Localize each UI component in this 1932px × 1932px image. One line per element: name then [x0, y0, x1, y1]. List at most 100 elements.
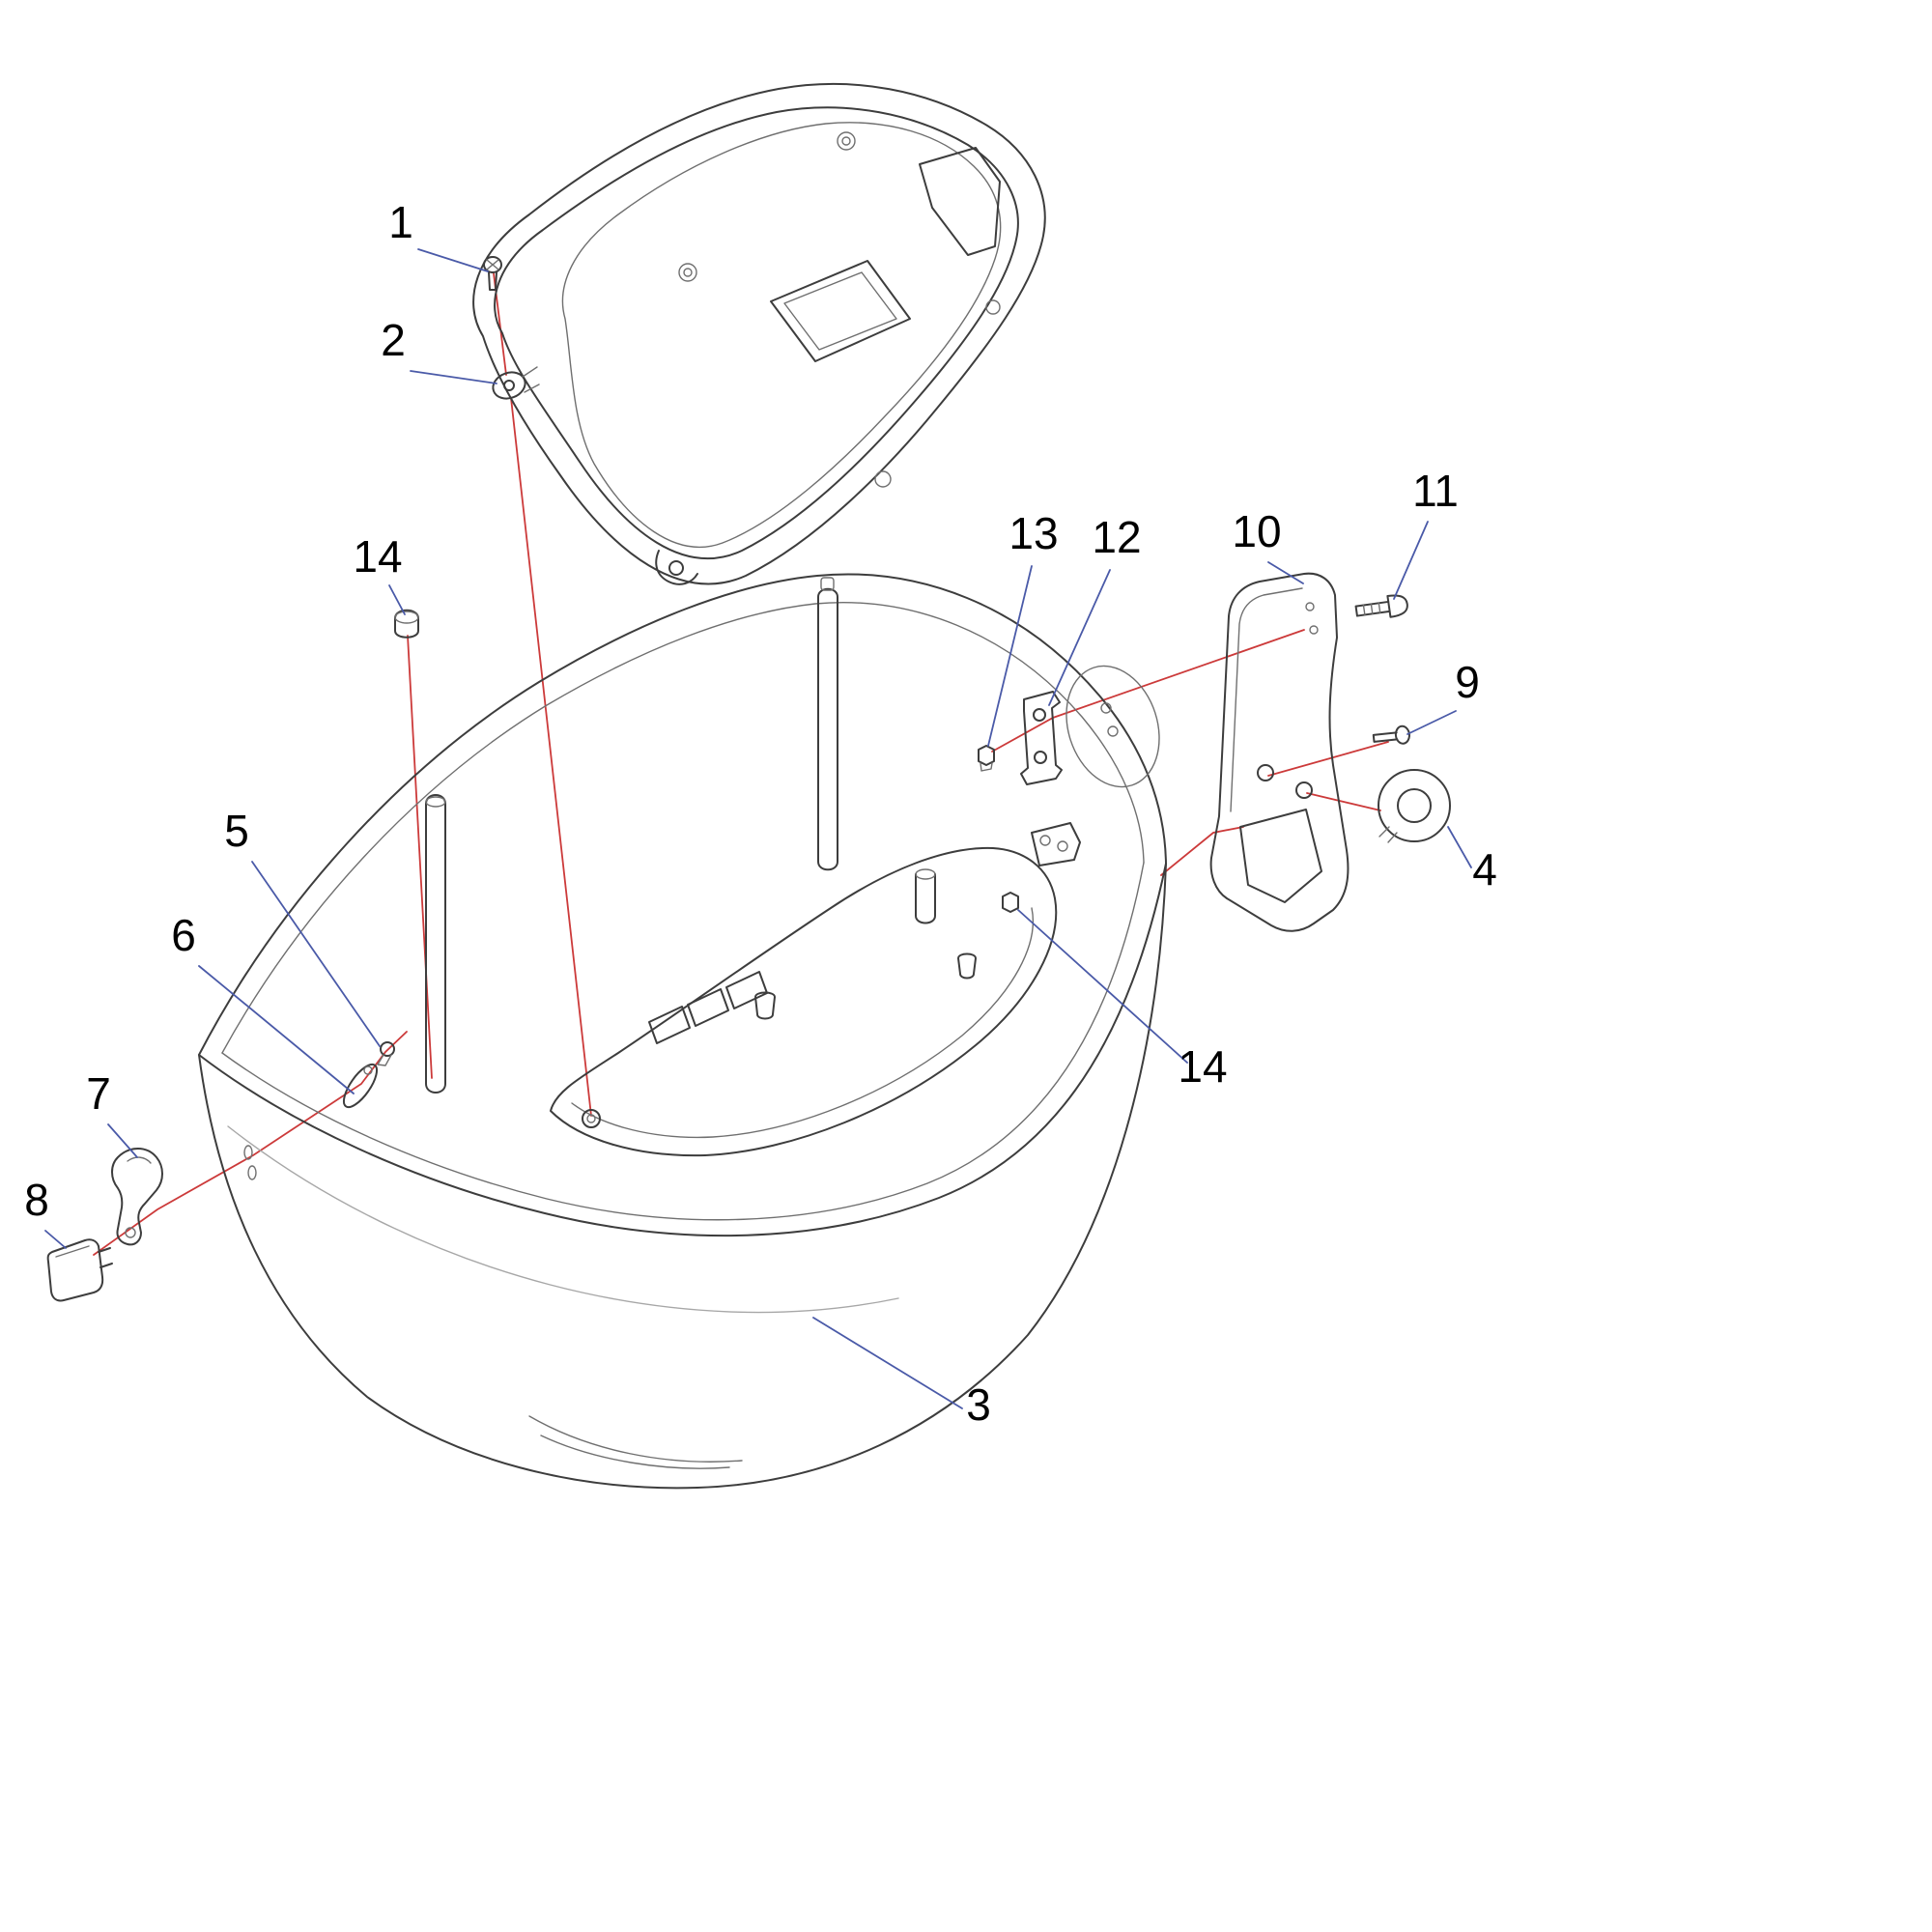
callout-13: 13 [1009, 508, 1058, 558]
side-panel-outline [1209, 572, 1350, 932]
leader-5 [251, 861, 381, 1047]
floor-slot-3 [725, 971, 768, 1009]
screw11-shaft [1354, 600, 1391, 617]
callout-12: 12 [1092, 512, 1141, 562]
lid-boss-2-hole [683, 268, 693, 277]
callout-1: 1 [388, 197, 413, 247]
leader-14-bottom [1017, 909, 1188, 1064]
lid-hinge-tab [655, 550, 698, 585]
callout-6: 6 [171, 910, 196, 960]
body-stud-top [915, 868, 936, 880]
callout-10: 10 [1232, 506, 1281, 556]
leader-2 [410, 370, 497, 384]
screw1-head [483, 256, 502, 273]
cap8-inner [55, 1245, 90, 1258]
lid-inner-contour [561, 122, 1002, 548]
side-panel-inner-edge [1230, 587, 1303, 812]
leader-8 [44, 1230, 67, 1249]
body-left-hole-2 [247, 1165, 257, 1180]
screw5-shaft [377, 1054, 392, 1066]
floor-slot-2 [687, 988, 729, 1027]
callout-3: 3 [966, 1379, 991, 1430]
leader-13 [987, 565, 1033, 747]
plate6-hole [363, 1065, 373, 1075]
screw5-part [377, 1041, 395, 1066]
body-bottom-lip-1 [528, 1415, 743, 1463]
side-panel-part [1209, 572, 1350, 932]
axis-body-panel [1160, 826, 1244, 876]
leader-12 [1048, 569, 1111, 706]
leader-7 [107, 1123, 138, 1158]
leader-4 [1447, 826, 1472, 868]
callout-5: 5 [224, 806, 249, 856]
bracket7-inner [127, 1156, 152, 1164]
callout-2: 2 [381, 315, 406, 365]
bracket7-hole [125, 1227, 136, 1238]
cap8-part [46, 1238, 113, 1302]
screw11-part [1354, 594, 1408, 618]
nut14-bottom-part [1002, 892, 1019, 913]
body-floor-tray [550, 846, 1058, 1157]
washer-part [1378, 769, 1451, 843]
body-latch-hole-1 [1039, 835, 1051, 846]
lid-boss-1 [837, 131, 856, 151]
screw1-shaft [488, 271, 497, 291]
washer-inner [1397, 788, 1432, 823]
screw5-head [380, 1041, 395, 1057]
cap8-outline [46, 1238, 104, 1302]
bracket7-outline [111, 1148, 163, 1246]
cap14-top-face [394, 611, 419, 624]
axis-hinge-body [510, 397, 592, 1117]
nut13-body [978, 745, 995, 766]
plate6-part [342, 1063, 379, 1109]
leader-6 [198, 965, 355, 1094]
screw1-cross [486, 259, 499, 270]
eyelet-hole [503, 380, 515, 391]
leader-10 [1267, 561, 1304, 584]
body-rod-center [817, 587, 838, 871]
nut13-part [978, 745, 995, 772]
leader-11 [1393, 521, 1429, 600]
washer-notch [1378, 826, 1398, 843]
plate6-outline [342, 1063, 379, 1109]
axis-screw9-panel [1267, 741, 1389, 777]
side-panel-hole-2 [1295, 781, 1313, 799]
bracket12-outline [1020, 691, 1063, 785]
hinge-eyelet-part [492, 366, 540, 400]
body-floor-tray-inner [571, 907, 1034, 1139]
body-wall-hole-2 [1107, 725, 1119, 737]
lid-boss-2 [678, 263, 697, 282]
floor-knob-2 [957, 952, 977, 980]
nut14-body [1002, 892, 1019, 913]
screw9-shaft [1372, 731, 1399, 743]
axis-washer-panel [1306, 792, 1381, 811]
body-stud [915, 873, 936, 924]
lid-inner-rim [494, 106, 1019, 560]
lid-hinge-tab-hole [668, 560, 684, 576]
callout-7: 7 [86, 1068, 111, 1119]
cap14-top-part [394, 609, 419, 639]
body-latch-hole-2 [1057, 840, 1068, 852]
callout-8: 8 [24, 1175, 49, 1225]
bracket12-hole-1 [1033, 708, 1046, 722]
screw1-part [483, 256, 502, 291]
body-rim-front [198, 863, 1167, 1237]
lid-boss-4 [985, 299, 1001, 315]
side-panel-hole-3 [1305, 602, 1315, 611]
body-rod-left-cap [425, 796, 446, 808]
body-wall-bump [1065, 665, 1160, 788]
body-latch [1031, 822, 1081, 867]
leader-lines [44, 248, 1472, 1409]
body-rod-left [425, 794, 446, 1094]
axis-bracket-panel [991, 629, 1305, 753]
body-outline [198, 573, 1167, 1490]
lid-recess-outer [770, 260, 911, 362]
callout-11: 11 [1412, 466, 1459, 516]
floor-boss [582, 1109, 601, 1128]
side-panel-opening [1239, 809, 1322, 903]
leader-14-top [388, 584, 406, 615]
lid-pocket [919, 147, 1001, 256]
body-wall-hole-1 [1100, 702, 1112, 714]
